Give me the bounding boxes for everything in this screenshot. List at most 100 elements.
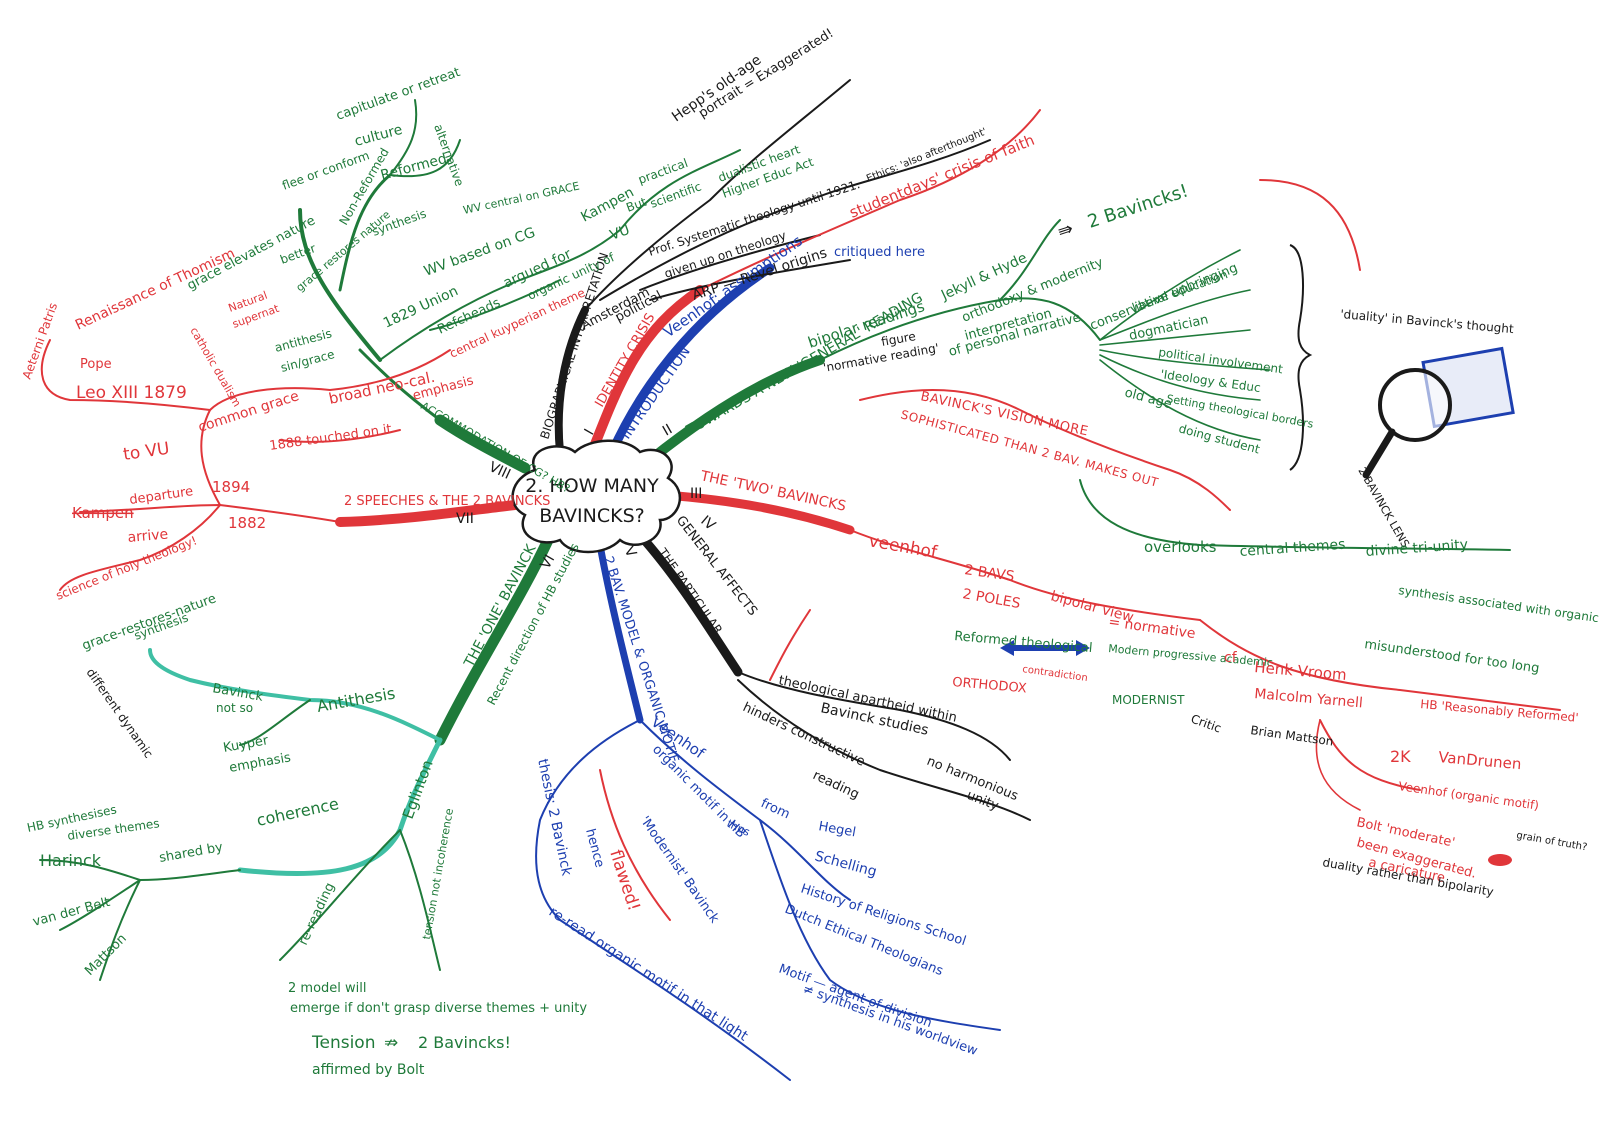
branch-lines: [39, 79, 1561, 1081]
coherence-label: coherence: [255, 794, 341, 830]
y1882-label: 1882: [228, 514, 266, 532]
branch-i-ribbon: [587, 285, 705, 457]
kampen-depart-label: Kampen: [72, 504, 134, 522]
re-read-label: re-read organic motif in that light: [546, 904, 751, 1045]
kuyper-label: Kuyper: [222, 733, 270, 756]
tension-arrow: ⇏: [384, 1033, 398, 1053]
branch-vii-num: VII: [456, 511, 474, 527]
practical-label: practical: [636, 156, 689, 187]
aeterni-label: Aeterni Patris: [20, 301, 61, 381]
kuyper-emphasis-label: emphasis: [228, 750, 292, 776]
leo-label: Leo XIII 1879: [76, 383, 187, 403]
branch-i-num: I: [582, 426, 598, 438]
misunderstood-label: misunderstood for too long: [1363, 637, 1540, 676]
divine-label: divine tri-unity: [1365, 537, 1468, 560]
flawed-label: flawed!: [605, 847, 644, 913]
renaissance-label: Renaissance of Thomism: [73, 245, 238, 333]
touched-label: 1888 touched on it: [268, 422, 392, 454]
magnifying-lens-icon: [1362, 346, 1515, 479]
branch-viii-ribbon: [434, 414, 531, 474]
brian-label: Brian Mattson: [1250, 723, 1335, 748]
blue-notes: Veenhof organic motif in HB thus from He…: [534, 713, 980, 1060]
lens-label: 2 BAVINCK LENS: [1355, 465, 1412, 550]
shared-by-label: shared by: [158, 840, 224, 866]
tension-label: Tension: [311, 1033, 375, 1053]
branch-vi-ribbon: [434, 534, 554, 746]
wv-central-label: WV central on GRACE: [462, 180, 581, 217]
antithesis-lb-label: Antithesis: [315, 683, 396, 715]
two-bavincks-arrow: ⇛: [1055, 218, 1076, 243]
hepp-note-2: portrait = Exaggerated!: [696, 26, 836, 121]
scientific-label: scientific: [648, 179, 703, 210]
liberal-label: liberal education: [1130, 267, 1229, 315]
central-themes-label: central themes: [1239, 537, 1346, 560]
rereading-label: re-reading: [296, 881, 338, 948]
departure-label: departure: [128, 484, 194, 508]
from-label: from: [758, 796, 792, 822]
branch-iv-ribbon: [635, 530, 743, 677]
black-notes: theological apartheid within Bavinck stu…: [740, 673, 1020, 814]
capitulate-label: capitulate or retreat: [334, 65, 462, 124]
reformed-right-label: Reformed theological: [954, 629, 1093, 656]
but-label: But: [624, 195, 648, 215]
overlooks-label: overlooks: [1144, 538, 1217, 556]
figure-label: figure: [880, 329, 917, 349]
branch-iv-num: IV: [697, 513, 718, 534]
orthodox-label: ORTHODOX: [952, 675, 1028, 696]
hegel-label: Hegel: [817, 819, 857, 840]
grain-label: grain of truth?: [1515, 830, 1587, 853]
pope-label: Pope: [80, 357, 112, 372]
contradiction-arrow: [1000, 640, 1090, 656]
different-label: different dynamic: [84, 666, 156, 761]
critic-label: Critic: [1189, 712, 1223, 736]
two-poles-label: 2 POLES: [961, 586, 1021, 612]
contradiction-label: contradiction: [1022, 664, 1089, 684]
doing-label: doing student: [1177, 421, 1261, 456]
schelling-label: Schelling: [813, 848, 878, 880]
y1894-label: 1894: [212, 478, 250, 496]
arrive-label: arrive: [127, 527, 169, 546]
synthesis-label: synthesis: [370, 206, 428, 238]
veenhof-organic-label: Veenhof (organic motif): [1398, 779, 1540, 813]
to-vu-label: to VU: [122, 439, 171, 465]
cf-label: cf: [1224, 650, 1238, 666]
affirmed-label: affirmed by Bolt: [312, 1062, 425, 1078]
branch-vii-ribbon: [335, 500, 520, 527]
branch-introduction-ribbon: [607, 263, 775, 457]
hb-reasonably-label: HB 'Reasonably Reformed': [1420, 697, 1579, 725]
branch-iii-ribbon: [660, 490, 855, 535]
duality-label: 'duality' in Bavinck's thought: [1340, 307, 1515, 336]
malcolm-label: Malcolm Yarnell: [1254, 686, 1364, 711]
synthesis-right-label: synthesis associated with organic motif: [1398, 583, 1600, 630]
branch-iv-label: GENERAL AFFECTS: [673, 513, 760, 619]
reading-black-label: reading: [810, 768, 861, 802]
branch-v-num: V: [621, 544, 640, 561]
modernist-label: 'Modernist' Bavinck: [637, 814, 722, 927]
vu-label: VU: [608, 222, 632, 244]
duality-brace: [1289, 244, 1313, 471]
harinck-label: Harinck: [40, 851, 102, 870]
branch-ii-ribbon: [645, 355, 825, 465]
eglinton-label: Eglinton: [399, 758, 437, 822]
critiqued-label: critiqued here: [834, 245, 925, 260]
two-bavs-label: 2 BAVS: [963, 562, 1015, 585]
hence-label: hence: [582, 827, 607, 869]
left-top-notes: capitulate or retreat culture flee or co…: [20, 65, 588, 603]
not-so-label: not so: [216, 701, 253, 715]
right-notes: bipolar readings figure 'normative readi…: [806, 180, 1600, 899]
center-cloud-shape: [511, 439, 681, 554]
branch-iii-num: III: [690, 486, 702, 502]
branch-ix-ribbon: [554, 306, 589, 456]
two-model-label: 2 model will: [288, 981, 366, 996]
modernist-right-label: MODERNIST: [1112, 693, 1185, 707]
center-title-line2: BAVINCKS?: [539, 505, 645, 527]
veenhof-right-label: veenhof: [867, 531, 939, 563]
two-k-label: 2K: [1390, 747, 1411, 766]
science-label: science of holy theology!: [54, 533, 199, 602]
modern-label: Modern progressive academic: [1108, 642, 1274, 669]
grain-of-truth-marker: [1488, 854, 1512, 866]
branch-vi-label: THE 'ONE' BAVINCK: [461, 541, 540, 670]
two-bavincks-right-label: 2 Bavincks!: [1085, 180, 1191, 232]
dogmatician-label: dogmatician: [1128, 312, 1210, 343]
